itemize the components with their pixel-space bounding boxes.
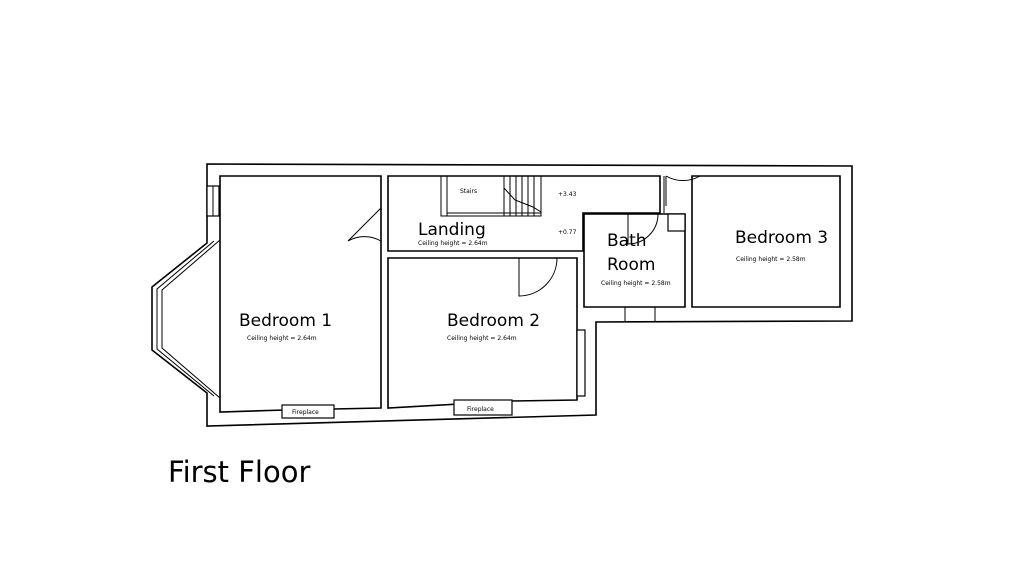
bathroom-name-line1: Bath [607,231,647,251]
level-lower: +0.77 [558,229,577,236]
fireplace-1 [281,404,335,419]
fireplace-1-label: Fireplace [292,409,319,416]
bathroom-fixture [667,213,686,232]
stairs-label: Stairs [460,188,477,195]
bedroom-2-side-window [576,329,586,397]
bedroom-2-name: Bedroom 2 [447,311,540,331]
bedroom-2-ceiling: Ceiling height = 2.64m [447,335,517,342]
fireplace-2-label: Fireplace [467,406,494,413]
bay-window-inner [161,239,221,399]
bathroom-door [627,213,659,245]
bedroom-3-name: Bedroom 3 [735,228,828,248]
bedroom-1-name: Bedroom 1 [239,311,332,331]
bedroom-1-door [347,206,382,242]
bedroom-1-outline [219,175,382,413]
level-upper: +3.43 [558,191,577,198]
bedroom-3-door [665,175,701,182]
floor-title: First Floor [168,455,311,489]
bedroom-3-ceiling: Ceiling height = 2.58m [736,256,806,263]
bathroom-name-line2: Room [607,255,655,275]
bedroom-2-outline [387,257,578,409]
bedroom-1-ceiling: Ceiling height = 2.64m [247,335,317,342]
bathroom-outline [583,213,686,308]
stairs [440,175,542,217]
fireplace-2 [453,399,513,416]
outer-wall-outline [151,163,853,427]
landing-name: Landing [418,220,486,240]
bedroom-3-outline [691,175,841,308]
bay-window-glass [156,240,215,397]
bedroom-2-door [518,257,558,297]
landing-ceiling: Ceiling height = 2.64m [418,240,488,247]
bathroom-ceiling: Ceiling height = 2.58m [601,280,671,287]
